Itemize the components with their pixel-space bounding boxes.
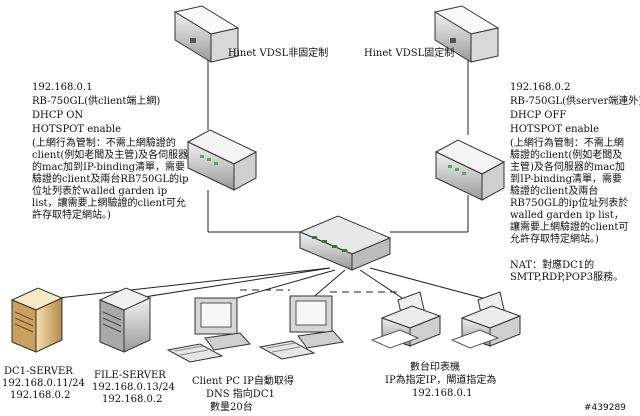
printer-icon [370,291,442,349]
modem-right-label: Hinet VDSL固定制 [364,48,455,59]
connection-lines [39,60,491,301]
printer-icon [450,291,522,349]
dc1-server-icon [10,287,64,353]
file-server-icon [98,287,152,353]
modem-left-icon [173,5,240,63]
router-left-hotspot: HOTSPOT enable [32,124,122,135]
router-right-note: (上網行為管制：不需上網驗證的client(例如老闆及主管)及各伺服器的mac加… [510,138,629,245]
modem-right-icon [433,5,500,63]
router-right-nat: NAT：對應DC1的SMTP,RDP,POP3服務。 [510,260,624,283]
watermark-id: #439289 [584,403,626,413]
printer-title: 數台印表機 [410,362,460,373]
client-pc-dns-label: DNS 指向DC1 [206,389,275,400]
dc1-gateway: 192.168.0.2 [10,390,71,401]
file-server-ip: 192.168.0.13/24 [92,382,175,393]
router-left-dhcp: DHCP ON [32,110,84,121]
printer-ip-note: IP為指定IP，閘道指定為 [385,375,497,386]
router-left-ip: 192.168.0.1 [32,82,93,93]
switch-icon [298,215,392,271]
file-server-gateway: 192.168.0.2 [102,394,163,405]
client-pc-count-label: 數量20台 [210,402,253,413]
router-right-hotspot: HOTSPOT enable [510,124,600,135]
router-right-icon [434,139,506,201]
client-pc-icon [166,297,251,363]
dc1-name: DC1-SERVER [4,366,73,377]
client-pc-icon [258,295,344,360]
client-pc-ip-label: Client PC IP自動取得 [192,376,294,387]
dc1-ip: 192.168.0.11/24 [2,378,85,389]
file-server-name: FILE-SERVER [94,370,166,381]
router-left-model: RB-750GL(供client端上網) [32,96,161,107]
modem-left-label: Hinet VDSL非固定制 [228,48,329,59]
router-right-dhcp: DHCP OFF [510,110,567,121]
router-left-note: (上網行為管制：不需上網驗證的client(例如老闆及主管)及各伺服器的mac加… [32,138,189,221]
router-right-ip: 192.168.0.2 [510,82,571,93]
printer-gateway: 192.168.0.1 [412,388,473,399]
router-left-icon [186,129,258,191]
router-right-model: RB-750GL(供server端連外) [510,96,640,107]
